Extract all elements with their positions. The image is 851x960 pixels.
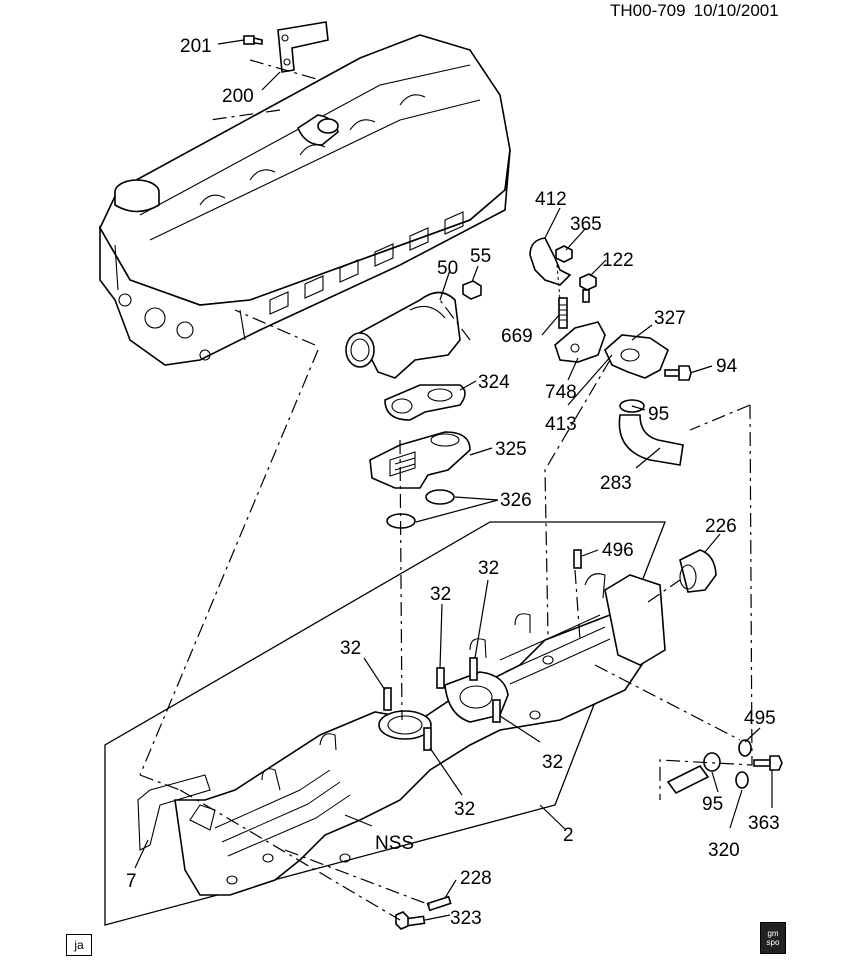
washer-320 [735, 771, 749, 789]
gm-logo-line1: gm [767, 929, 779, 938]
assembly-lines [139, 59, 753, 921]
bolt-363 [753, 755, 783, 771]
thermostat-325 [369, 431, 471, 489]
callout-95-lower: 95 [702, 794, 723, 815]
callout-2: 2 [563, 825, 574, 846]
bolt-122 [579, 273, 597, 303]
callout-327: 327 [654, 308, 686, 329]
callout-283: 283 [600, 473, 632, 494]
callout-32-c: 32 [340, 638, 361, 659]
gasket-324 [384, 384, 466, 421]
hose-283 [618, 414, 684, 466]
gm-logo-line2: spo [766, 938, 780, 947]
callout-200: 200 [222, 86, 254, 107]
callout-32-e: 32 [454, 799, 475, 820]
engine-cylinder-head [99, 34, 511, 366]
callout-412: 412 [535, 189, 567, 210]
callout-365: 365 [570, 214, 602, 235]
callout-55: 55 [470, 246, 491, 267]
plug-226 [679, 549, 717, 593]
callout-325: 325 [495, 439, 527, 460]
bolt-94 [664, 365, 692, 381]
stud-228 [426, 895, 452, 912]
callout-320: 320 [708, 840, 740, 861]
nut-55 [462, 280, 482, 300]
pin-496 [573, 549, 582, 569]
callout-nss: NSS [375, 833, 414, 854]
callout-50: 50 [437, 258, 458, 279]
callout-495: 495 [744, 708, 776, 729]
valve-327 [604, 334, 669, 379]
callout-95-upper: 95 [648, 404, 669, 425]
bracket-412 [529, 237, 572, 286]
callout-413: 413 [545, 414, 577, 435]
intake-manifold-nss [174, 573, 666, 896]
bolt-201 [243, 35, 263, 45]
callout-32-d: 32 [542, 752, 563, 773]
callout-226: 226 [705, 516, 737, 537]
leader-lines [134, 39, 773, 921]
callout-748: 748 [545, 382, 577, 403]
ja-badge: ja [66, 934, 92, 956]
callout-669: 669 [501, 326, 533, 347]
gm-spo-logo: gm spo [760, 922, 786, 954]
callout-326: 326 [500, 490, 532, 511]
ja-badge-label: ja [74, 938, 84, 952]
callout-496: 496 [602, 540, 634, 561]
callout-7: 7 [126, 871, 137, 892]
callout-32-a: 32 [478, 558, 499, 579]
bolt-323 [395, 911, 426, 930]
o-ring-326 [386, 489, 455, 529]
callouts: 201 200 412 365 122 50 55 669 327 748 94… [126, 36, 780, 929]
nut-365 [555, 245, 573, 263]
bracket-200 [277, 21, 329, 73]
callout-201: 201 [180, 36, 212, 57]
thermostat-housing-50 [345, 291, 461, 379]
callout-228: 228 [460, 868, 492, 889]
hose-lower [666, 764, 710, 795]
studs-32 [383, 657, 501, 751]
stud-669 [558, 297, 568, 329]
callout-122: 122 [602, 250, 634, 271]
fitting-495 [738, 739, 752, 757]
callout-324: 324 [478, 372, 510, 393]
callout-323: 323 [450, 908, 482, 929]
callout-363: 363 [748, 813, 780, 834]
callout-32-b: 32 [430, 584, 451, 605]
bracket-748 [554, 321, 606, 363]
gasket-7 [137, 774, 211, 851]
callout-94: 94 [716, 356, 738, 377]
